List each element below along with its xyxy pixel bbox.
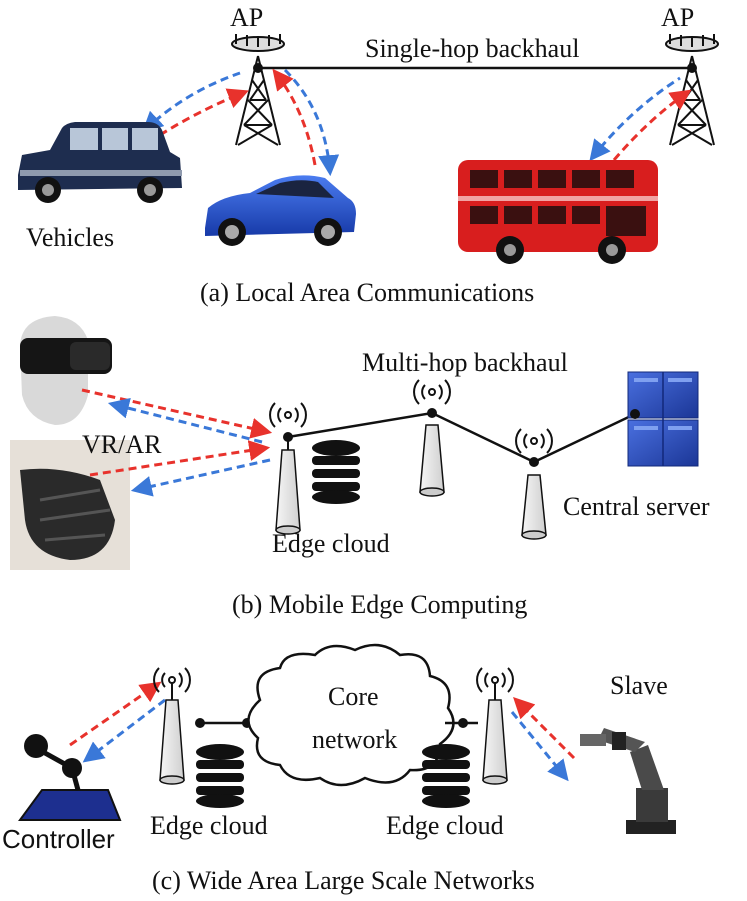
section-a: AP AP Single-hop backhaul [18, 3, 719, 307]
uplink-arrow-bus [612, 89, 692, 161]
downlink-arrow-controller [82, 698, 166, 763]
downlink-arrow-haptic [130, 458, 271, 497]
caption-c: (c) Wide Area Large Scale Networks [152, 866, 535, 895]
core-network-cloud-icon [247, 643, 455, 787]
right-edge-base-station-icon [476, 667, 514, 785]
slave-robot-arm-icon [580, 728, 676, 834]
relay-base-station-icon [413, 379, 451, 497]
ap-right-node [687, 63, 697, 73]
core-label-line1: Core [328, 682, 379, 711]
caption-b: (b) Mobile Edge Computing [232, 590, 527, 619]
section-c: Controller Edge cloud Core [2, 643, 676, 895]
edge-base-station-icon [269, 402, 307, 535]
multi-hop-backhaul-label: Multi-hop backhaul [362, 348, 568, 377]
vr-ar-label: VR/AR [82, 430, 162, 459]
downlink-arrow-bus [589, 76, 681, 162]
edge-cloud-label-left: Edge cloud [150, 811, 268, 840]
uplink-arrow-car [272, 68, 317, 166]
uplink-arrow-haptic [89, 440, 271, 477]
controller-label: Controller [2, 824, 115, 854]
vehicles-label: Vehicles [26, 223, 114, 252]
left-edge-base-station-icon [153, 667, 191, 785]
bus-icon [458, 160, 658, 264]
uplink-arrow-taxi [159, 88, 249, 137]
ap-left-node [253, 63, 263, 73]
single-hop-backhaul-label: Single-hop backhaul [365, 34, 579, 63]
downlink-arrow-slave [510, 711, 569, 782]
core-label-line2: network [312, 725, 397, 754]
central-server-icon [627, 371, 699, 467]
central-server-label: Central server [563, 492, 710, 521]
left-edge-storage-icon [196, 744, 244, 808]
slave-label: Slave [610, 671, 668, 700]
uplink-arrow-controller [69, 681, 162, 747]
haptic-glove-icon [10, 440, 130, 570]
ap-right-tower-icon [665, 34, 719, 146]
uplink-arrow-vr [81, 388, 273, 439]
left-link-node-a [195, 718, 205, 728]
ap-right-label: AP [661, 3, 694, 32]
blue-car-icon [205, 175, 356, 246]
edge-cloud-label-b: Edge cloud [272, 529, 390, 558]
downlink-arrow-car [283, 68, 340, 177]
right-link-node [458, 718, 468, 728]
relay-base-station-2-icon [515, 428, 553, 540]
downlink-arrow-taxi [141, 71, 241, 133]
edge-cloud-label-right: Edge cloud [386, 811, 504, 840]
taxi-icon [18, 122, 182, 203]
caption-a: (a) Local Area Communications [200, 278, 534, 307]
edge-storage-icon [312, 440, 360, 504]
controller-joystick-icon [18, 734, 122, 821]
server-node [630, 409, 640, 419]
vr-headset-icon [20, 316, 112, 425]
uplink-arrow-slave [513, 697, 576, 760]
ap-left-label: AP [230, 3, 263, 32]
right-edge-storage-icon [422, 744, 470, 808]
multi-hop-backhaul-line [287, 411, 636, 464]
section-b: VR/AR Multi-hop backhaul Edge cloud [10, 316, 710, 619]
ap-left-tower-icon [231, 34, 285, 146]
